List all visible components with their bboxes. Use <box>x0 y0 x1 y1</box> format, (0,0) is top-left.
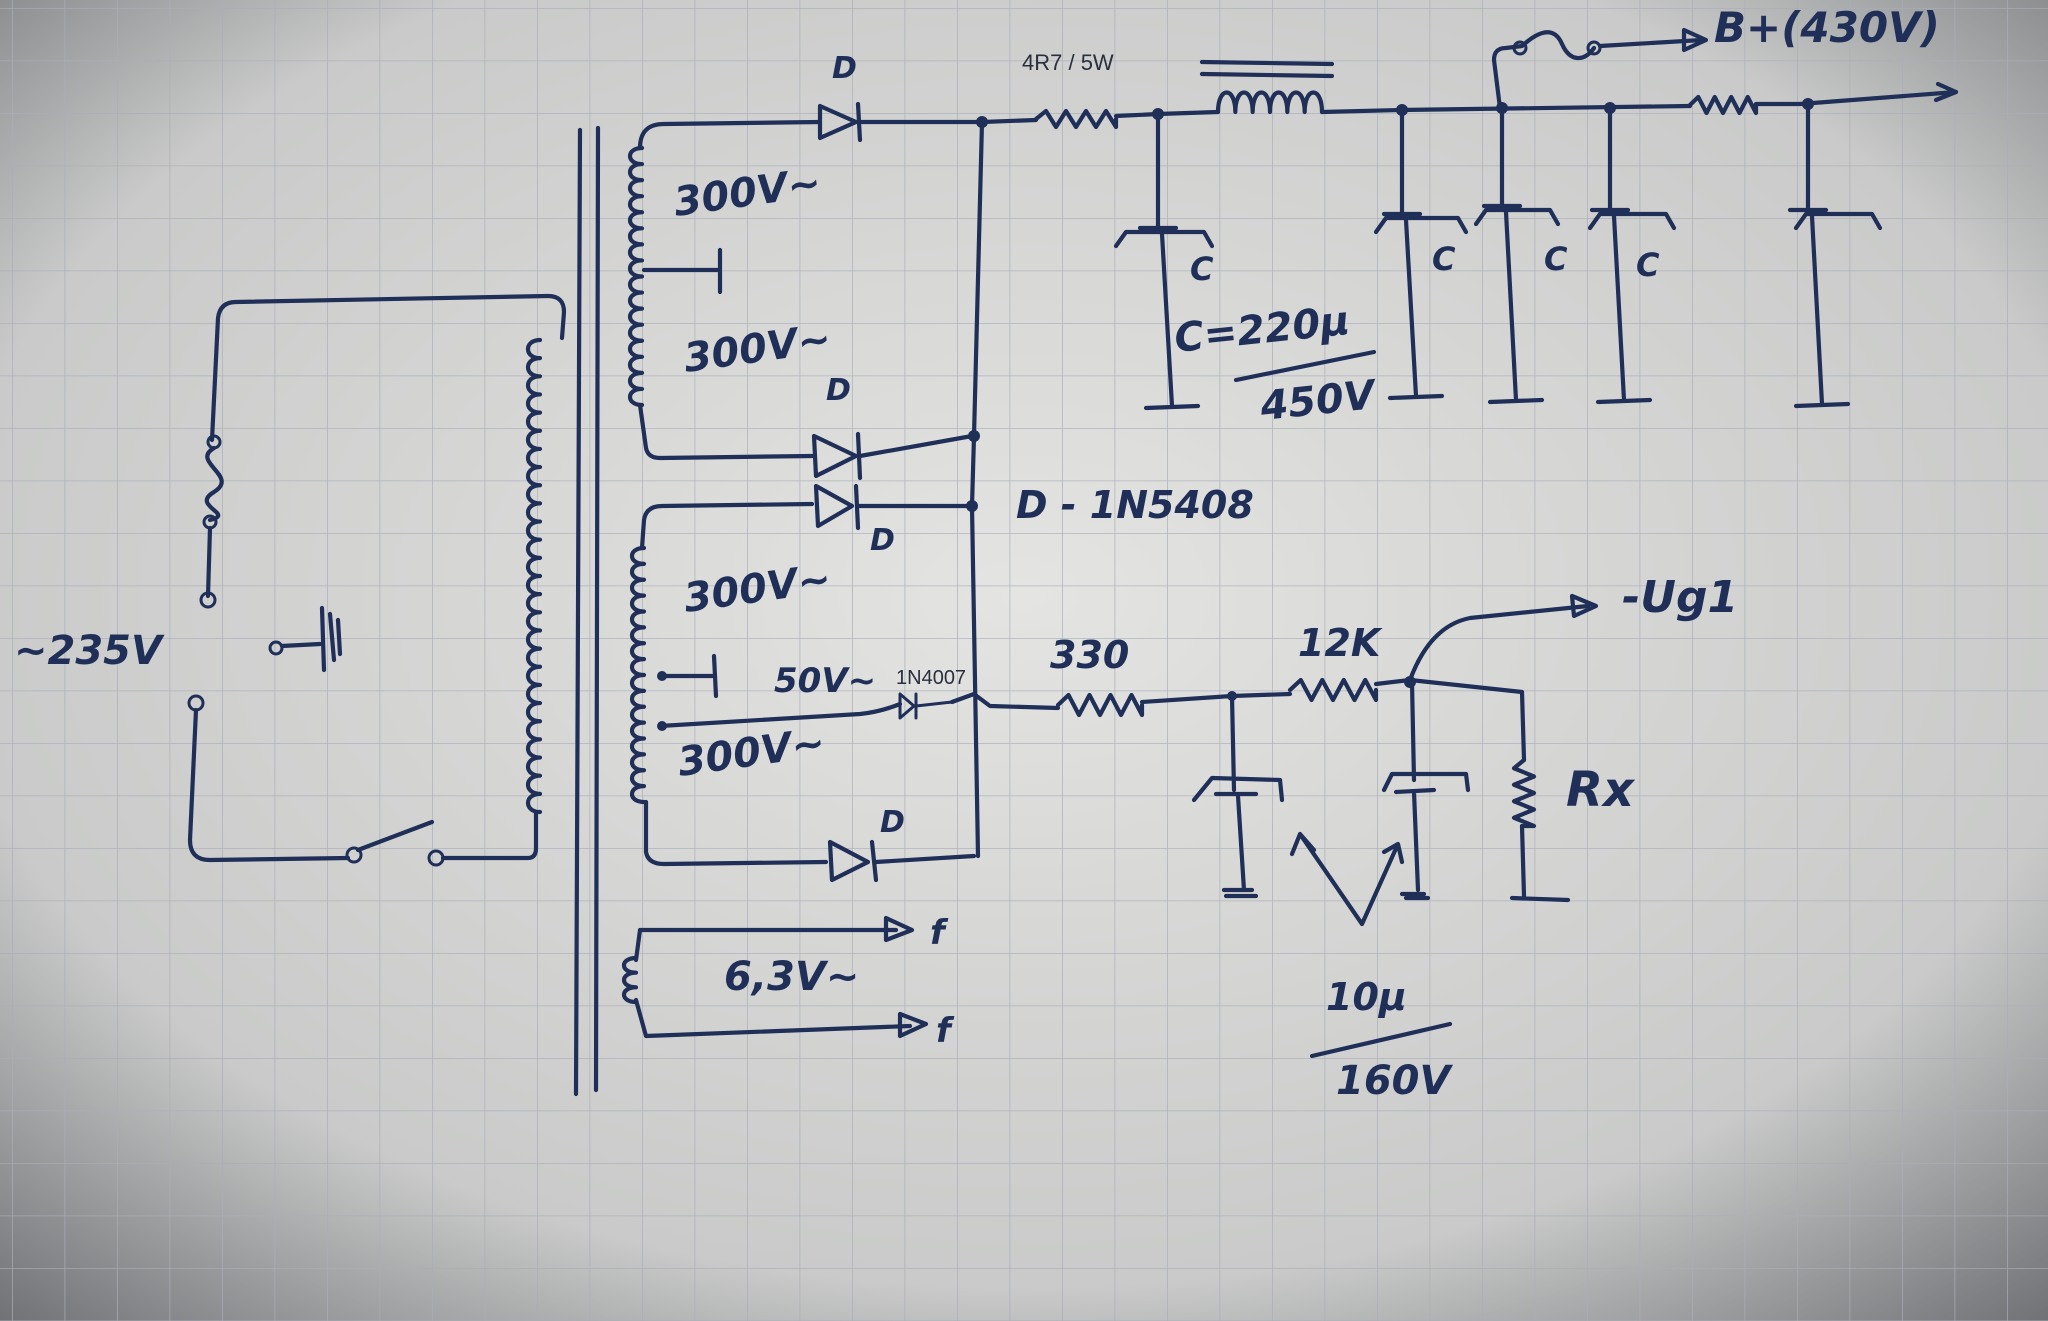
choke-inductor <box>1215 90 1325 115</box>
fuse-symbol <box>204 445 224 523</box>
resistor-330-label: 330 <box>1050 633 1129 677</box>
resistor-12k <box>1287 677 1379 703</box>
resistor-4r7-label: 4R7 / 5W <box>1022 50 1114 75</box>
bplus-rail <box>1397 89 1959 113</box>
d4-label: D <box>880 805 905 840</box>
d2-label: D <box>826 373 851 408</box>
filter-capacitor-1 <box>1113 111 1215 411</box>
bias-supply <box>949 593 1599 1059</box>
bias-cap-capacitance: 10µ <box>1326 975 1407 1019</box>
heater-voltage: 6,3V~ <box>724 954 859 1000</box>
heater-terminal-2: f <box>936 1011 955 1051</box>
bplus-filter <box>979 27 1959 411</box>
cap-pointer-arrows <box>1289 831 1405 927</box>
diode-d4 <box>827 839 977 883</box>
primary-circuit <box>187 293 567 867</box>
filter-capacitor-5 <box>1787 101 1883 409</box>
bias-cap-2 <box>1381 679 1471 901</box>
mains-voltage-label: ~235V <box>14 628 165 674</box>
resistor-4r7 <box>1033 108 1119 130</box>
rx-label: Rx <box>1566 762 1636 818</box>
secondary2-tap-voltage: 50V~ <box>774 661 876 701</box>
bplus-label: B+(430V) <box>1714 3 1940 52</box>
diode-d1 <box>817 101 985 143</box>
secondary-coil-2 <box>629 545 647 805</box>
bias-cap-voltage: 160V <box>1336 1058 1453 1104</box>
diode-type-note: D - 1N5408 <box>1016 483 1254 527</box>
resistor-rx <box>1511 757 1537 829</box>
power-switch <box>355 819 435 853</box>
diode-d3 <box>813 483 975 531</box>
diode-d2 <box>811 431 975 481</box>
cap-label-c3: C <box>1544 240 1568 278</box>
filter-capacitor-2 <box>1373 107 1469 401</box>
rail-resistor <box>1687 94 1759 116</box>
heater-terminal-1: f <box>930 913 949 953</box>
resistor-12k-label: 12K <box>1298 621 1383 665</box>
cap-label-c2: C <box>1432 240 1456 278</box>
heater-coil <box>621 955 639 1005</box>
secondary-circuit <box>621 119 929 1039</box>
secondary-coil-1 <box>627 145 645 408</box>
d3-label: D <box>870 523 895 558</box>
cap-label-c1: C <box>1190 250 1214 288</box>
resistor-330 <box>1055 692 1145 718</box>
bplus-fuse <box>1519 30 1597 61</box>
diode-1n4007 <box>898 692 954 720</box>
primary-coil <box>525 337 543 815</box>
choke-core <box>1199 59 1335 79</box>
rectifier-bus <box>969 119 985 859</box>
ug1-label: -Ug1 <box>1622 572 1738 623</box>
ground-symbol <box>279 605 343 673</box>
d1-label: D <box>832 51 857 86</box>
cap-label-c4: C <box>1636 246 1660 284</box>
rectifier-diodes <box>811 101 988 883</box>
bias-cap-1 <box>1191 693 1285 899</box>
transformer-core <box>573 125 601 1097</box>
filter-capacitor-3 <box>1473 105 1561 405</box>
filter-capacitor-4 <box>1587 105 1677 405</box>
diode-1n4007-label: 1N4007 <box>896 667 966 689</box>
